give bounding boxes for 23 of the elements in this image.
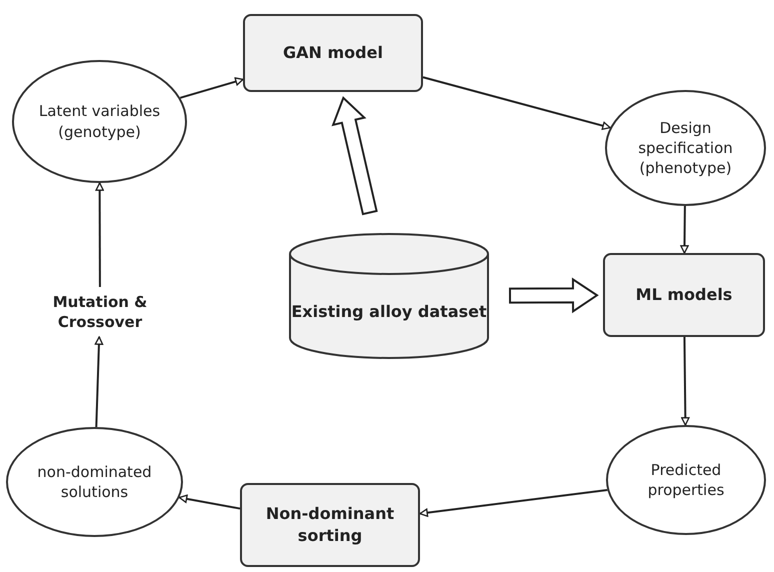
node-label: Existing alloy dataset xyxy=(291,301,487,323)
database-cylinder xyxy=(288,232,490,360)
arrow xyxy=(95,182,104,287)
arrow xyxy=(94,336,104,428)
arrow xyxy=(681,336,690,426)
node-label: GAN model xyxy=(283,42,383,64)
arrow xyxy=(422,76,611,130)
arrow xyxy=(680,206,689,254)
arrow xyxy=(180,77,244,99)
process-box xyxy=(243,14,423,92)
process-box xyxy=(240,483,420,567)
hollow-arrow xyxy=(332,96,378,216)
node-label: Mutation & Crossover xyxy=(52,292,148,332)
node-label: Predicted properties xyxy=(646,460,726,500)
arrow xyxy=(419,488,608,517)
node-label: Design specification (phenotype) xyxy=(637,118,734,178)
hollow-arrow xyxy=(508,278,599,314)
node-label: ML models xyxy=(636,284,732,306)
node-label: non-dominated solutions xyxy=(36,462,153,502)
arrow xyxy=(178,494,240,510)
process-box xyxy=(603,253,765,337)
node-label: Latent variables (genotype) xyxy=(38,101,162,142)
node-label: Non-dominant sorting xyxy=(264,503,396,547)
